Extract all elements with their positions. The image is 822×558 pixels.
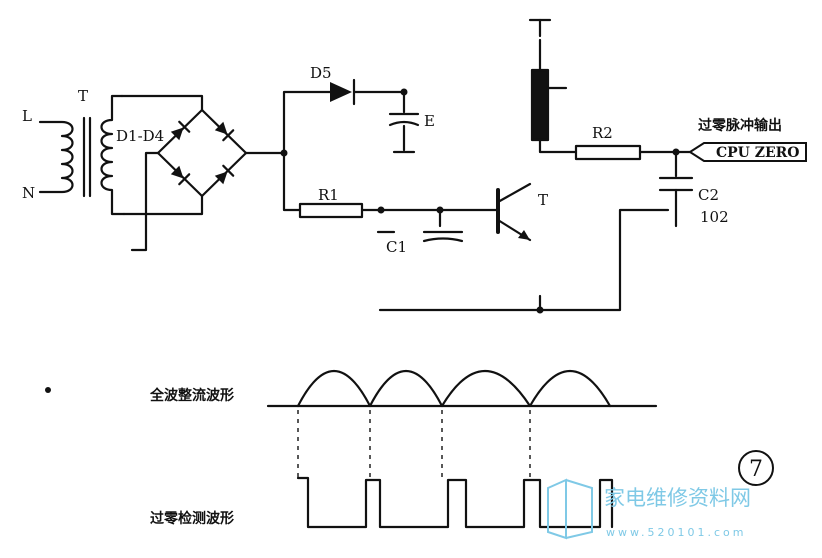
watermark-url: www.520101.com <box>606 526 746 539</box>
label-d5: D5 <box>310 64 332 82</box>
waveforms: 全波整流波形 过零检测波形 7 <box>45 369 774 529</box>
watermark-logo: 家电维修资料网 www.520101.com <box>547 478 751 540</box>
label-q1: T <box>538 191 548 209</box>
label-c2-value: 102 <box>700 208 729 226</box>
label-r1: R1 <box>318 186 339 204</box>
label-transformer: T <box>78 87 88 105</box>
label-c1: C1 <box>386 238 407 256</box>
c2-capacitor: C2 102 <box>658 150 729 228</box>
d5-branch: D5 E <box>282 64 435 155</box>
label-wave-zero: 过零检测波形 <box>150 510 234 527</box>
r1-transistor-branch: R1 C1 T <box>280 149 670 314</box>
label-c2: C2 <box>698 186 719 204</box>
label-e: E <box>424 112 435 130</box>
label-wave-rect: 全波整流波形 <box>149 387 234 404</box>
label-r2: R2 <box>592 124 613 142</box>
watermark-text: 家电维修资料网 <box>604 486 751 510</box>
transformer: L N T <box>22 87 126 216</box>
label-bridge: D1-D4 <box>116 127 164 145</box>
label-N: N <box>22 184 35 202</box>
label-L: L <box>22 107 32 125</box>
collector-branch: R2 <box>528 18 692 161</box>
cpu-zero-output: CPU ZERO 过零脉冲输出 <box>688 117 807 162</box>
figure-number: 7 <box>749 457 763 482</box>
label-cpu-zero: CPU ZERO <box>716 145 799 161</box>
label-output-cn: 过零脉冲输出 <box>698 117 782 134</box>
bridge-rectifier: D1-D4 <box>116 94 286 252</box>
